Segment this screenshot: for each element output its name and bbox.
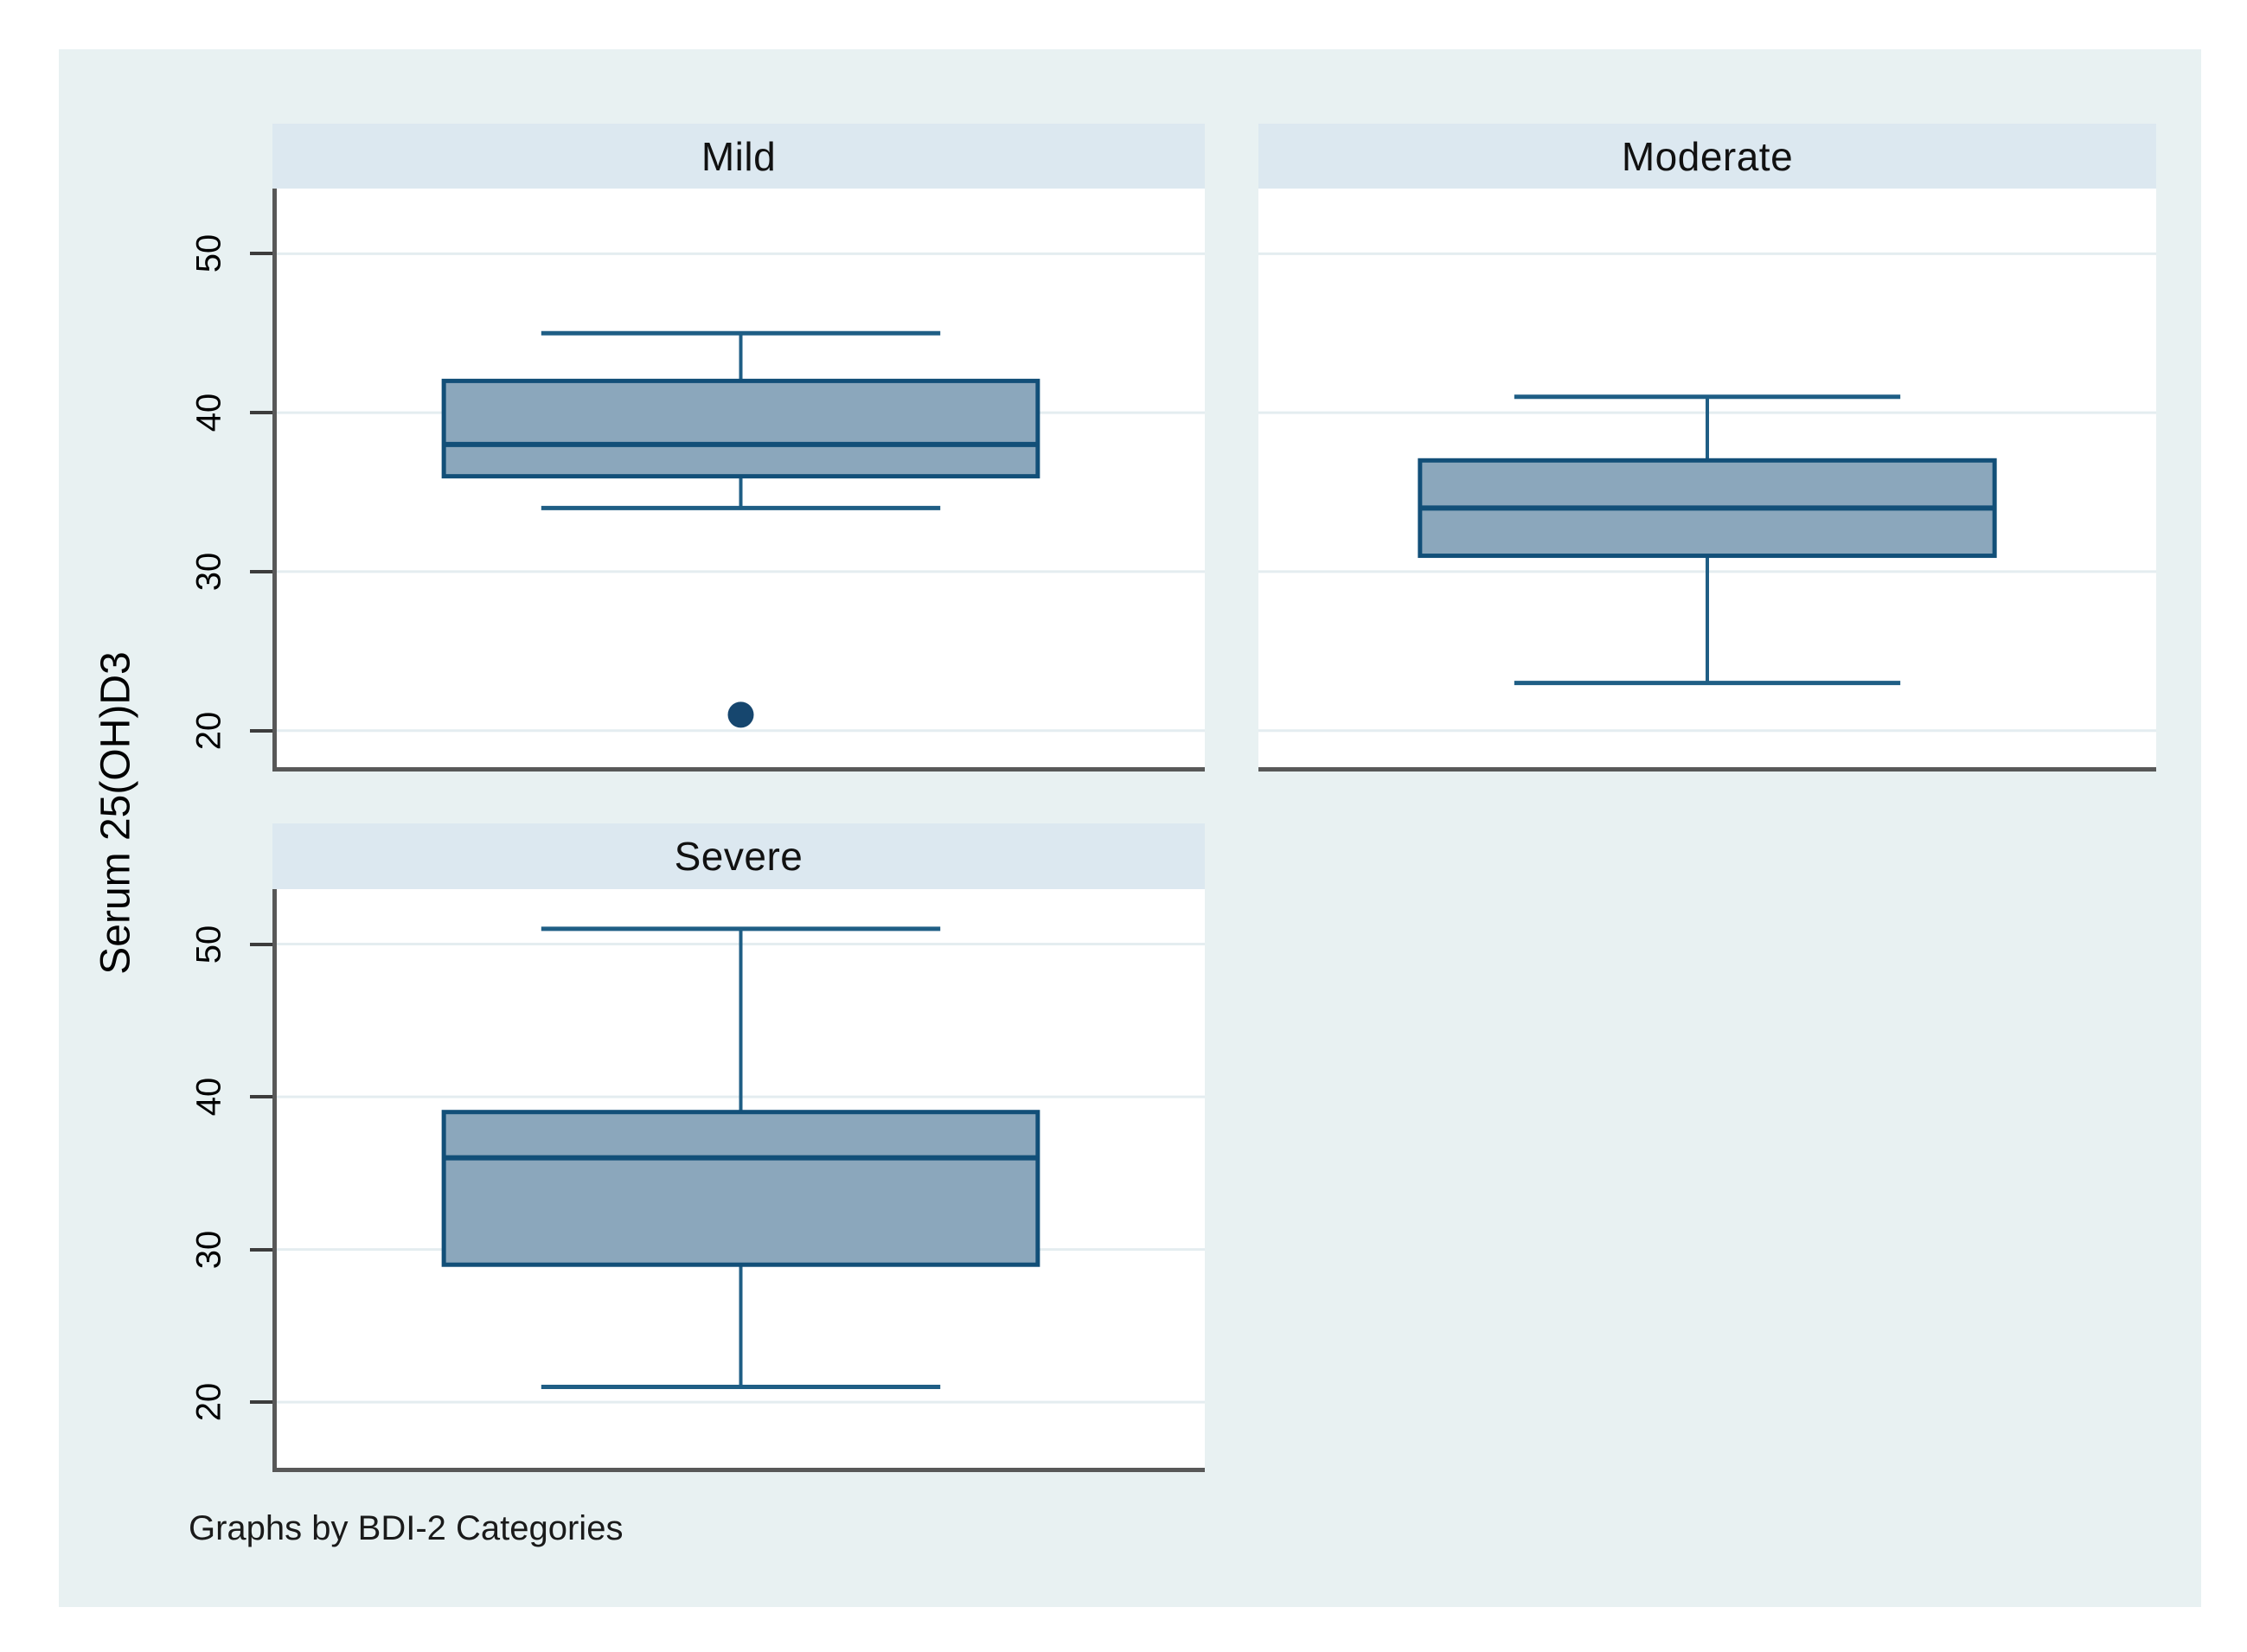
boxplot-severe: 20 30 40 50 [190, 889, 1205, 1472]
y-tick-mark [250, 1095, 272, 1099]
boxplot-mild: 20 30 40 50 [190, 189, 1205, 772]
y-tick-label: 50 [189, 234, 228, 273]
panel-mild: Mild 20 30 40 50 [190, 124, 1205, 772]
panel-moderate-title: Moderate [1621, 133, 1794, 179]
panel-moderate: Moderate [1258, 124, 2156, 772]
y-tick-label: 20 [189, 711, 228, 750]
panel-severe-title: Severe [674, 834, 803, 879]
y-tick-mark [250, 569, 272, 573]
y-tick-mark [250, 252, 272, 256]
y-tick-label: 20 [189, 1382, 228, 1422]
y-tick-mark [250, 1400, 272, 1405]
panel-mild-title-strip: Mild [272, 124, 1205, 189]
outlier-point [727, 701, 754, 728]
y-tick-label: 50 [189, 925, 228, 964]
panel-severe: Severe 20 30 40 50 [190, 823, 1205, 1472]
panel-severe-title-strip: Severe [272, 823, 1205, 889]
y-tick-label: 40 [189, 393, 228, 432]
boxplot-svg [1258, 252, 2156, 733]
y-tick-label: 40 [189, 1077, 228, 1117]
boxplot-svg [277, 926, 1205, 1404]
y-axis-title: Serum 25(OH)D3 [93, 651, 139, 975]
y-tick-mark [250, 728, 272, 733]
y-tick-mark [250, 411, 272, 415]
y-tick-label: 30 [189, 1230, 228, 1269]
y-tick-mark [250, 942, 272, 946]
boxplot-moderate [1258, 189, 2156, 772]
panel-mild-title: Mild [701, 133, 777, 179]
y-tick-mark [250, 1247, 272, 1252]
figure-caption: Graphs by BDI-2 Categories [189, 1509, 624, 1547]
y-tick-label: 30 [189, 552, 228, 592]
panel-moderate-title-strip: Moderate [1258, 124, 2156, 189]
boxplot-svg [277, 252, 1205, 733]
